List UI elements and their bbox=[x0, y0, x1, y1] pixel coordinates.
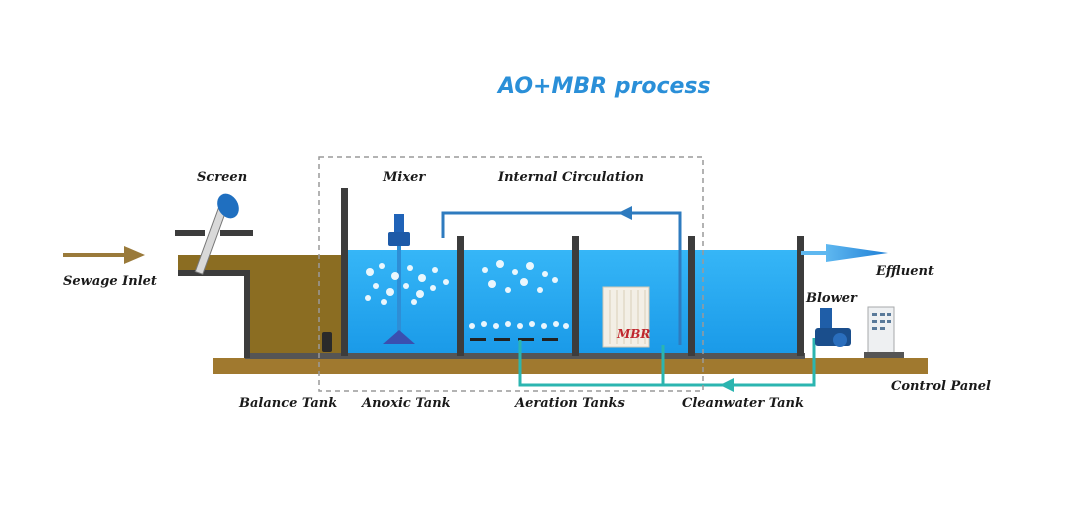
diagram-title: AO+MBR process bbox=[498, 74, 711, 99]
tank-floor bbox=[245, 353, 805, 359]
aeration-tank-water bbox=[463, 250, 573, 353]
balance-tank-sewage bbox=[178, 255, 344, 270]
cleanwater-arrow-icon bbox=[720, 378, 734, 392]
control-panel-base bbox=[864, 352, 904, 358]
label-blower: Blower bbox=[806, 291, 857, 306]
lift-pump-icon bbox=[322, 332, 332, 352]
control-panel-indicators bbox=[872, 313, 891, 330]
label-control-panel: Control Panel bbox=[891, 379, 991, 394]
blower-fan-icon bbox=[833, 333, 847, 347]
wall-mbr-cleanwater bbox=[688, 236, 695, 356]
balance-tank-wall-step bbox=[244, 270, 250, 358]
mbr-module bbox=[602, 286, 650, 348]
wall-cleanwater-right bbox=[797, 236, 804, 356]
wall-anoxic-aeration bbox=[457, 236, 464, 356]
blower-motor-icon bbox=[820, 308, 832, 328]
ground-base bbox=[213, 358, 928, 374]
label-anoxic-tank: Anoxic Tank bbox=[362, 396, 451, 411]
label-mbr: MBR bbox=[617, 327, 651, 341]
cleanwater-tank-water bbox=[692, 250, 798, 353]
label-balance-tank: Balance Tank bbox=[239, 396, 338, 411]
internal-circulation-pipe bbox=[441, 211, 682, 345]
screen-platform-right bbox=[220, 230, 253, 236]
label-internal-circulation: Internal Circulation bbox=[498, 170, 644, 185]
label-aeration-tanks: Aeration Tanks bbox=[515, 396, 625, 411]
wall-aeration-mbr bbox=[572, 236, 579, 356]
balance-tank-wall-right bbox=[341, 188, 348, 356]
cleanwater-pipe bbox=[518, 338, 816, 387]
internal-circulation-arrow-icon bbox=[618, 206, 632, 220]
screen-motor-icon bbox=[217, 193, 239, 219]
label-effluent: Effluent bbox=[876, 264, 934, 279]
label-cleanwater-tank: Cleanwater Tank bbox=[682, 396, 805, 411]
mixer-impeller-icon bbox=[383, 330, 415, 344]
screen-platform-left bbox=[175, 230, 205, 236]
mbr-fibers bbox=[609, 290, 646, 344]
label-sewage-inlet: Sewage Inlet bbox=[63, 274, 157, 289]
effluent-arrow-icon bbox=[826, 244, 888, 262]
balance-tank-wall-left bbox=[178, 270, 250, 276]
anoxic-bubbles bbox=[365, 263, 449, 305]
aeration-bubbles bbox=[469, 260, 569, 329]
mixer-motor bbox=[394, 214, 404, 234]
sewage-inlet-arrow-icon bbox=[124, 246, 145, 264]
mixer-shaft bbox=[397, 246, 401, 338]
aerator-diffusers bbox=[470, 338, 558, 341]
ao-process-boundary bbox=[318, 156, 704, 392]
label-screen: Screen bbox=[197, 170, 248, 185]
label-mixer: Mixer bbox=[383, 170, 426, 185]
mixer-head bbox=[388, 232, 410, 246]
